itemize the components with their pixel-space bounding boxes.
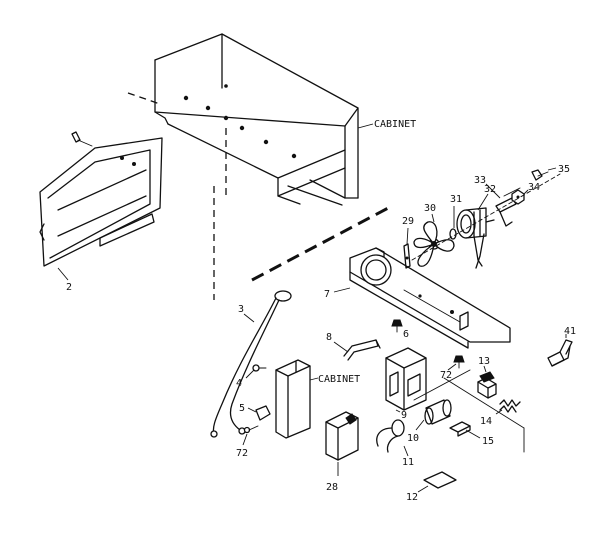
label-part-2: 2 bbox=[66, 282, 72, 293]
label-part-12: 12 bbox=[406, 492, 418, 503]
part-3-wire-harness bbox=[210, 290, 292, 438]
part-7-mount-bracket bbox=[349, 247, 511, 349]
part-13-relay bbox=[477, 371, 497, 399]
label-part-7: 7 bbox=[324, 289, 330, 300]
label-part-30: 30 bbox=[424, 203, 436, 214]
part-12-pad bbox=[423, 471, 457, 489]
part-30-fan-blade bbox=[413, 221, 455, 267]
label-part-31: 31 bbox=[450, 194, 462, 205]
part-72-screw-b bbox=[453, 355, 465, 369]
label-part-29: 29 bbox=[402, 216, 414, 227]
label-part-13: 13 bbox=[478, 356, 490, 367]
label-part-72-a: 72 bbox=[236, 448, 248, 459]
screw-icon bbox=[71, 131, 93, 147]
part-5-clip bbox=[255, 405, 271, 421]
part-29-clip bbox=[403, 243, 411, 269]
part-15-terminal bbox=[449, 421, 471, 437]
part-28-bracket bbox=[325, 411, 359, 461]
part-9-switch-bracket bbox=[385, 347, 427, 411]
label-part-5: 5 bbox=[239, 403, 245, 414]
label-part-28: 28 bbox=[326, 482, 338, 493]
label-part-4: 4 bbox=[236, 378, 242, 389]
part-4-screw bbox=[252, 364, 267, 372]
label-part-33: 33 bbox=[474, 175, 486, 186]
label-part-32: 32 bbox=[484, 184, 496, 195]
part-35-screw bbox=[531, 169, 549, 181]
label-part-10: 10 bbox=[407, 433, 419, 444]
part-10-capacitor bbox=[424, 399, 452, 425]
part-41-bracket bbox=[547, 339, 573, 367]
label-part-72-b: 72 bbox=[440, 370, 452, 381]
part-8-clip bbox=[343, 339, 381, 361]
part-6-screw bbox=[391, 319, 403, 333]
cabinet-assembly bbox=[154, 33, 359, 206]
label-part-15: 15 bbox=[482, 436, 494, 447]
cabinet-channel bbox=[275, 359, 311, 439]
part-32-motor bbox=[456, 207, 495, 269]
part-14-spring-clip bbox=[499, 399, 521, 413]
part-72-screw-a bbox=[243, 425, 259, 434]
part-11-clamp bbox=[376, 419, 405, 453]
label-part-6: 6 bbox=[403, 329, 409, 340]
label-part-3: 3 bbox=[238, 304, 244, 315]
label-part-34: 34 bbox=[528, 182, 540, 193]
label-part-11: 11 bbox=[402, 457, 414, 468]
part-34-nut bbox=[511, 189, 525, 205]
label-part-35: 35 bbox=[558, 164, 570, 175]
part-2-side-panel bbox=[39, 137, 163, 267]
label-part-14: 14 bbox=[480, 416, 492, 427]
label-cabinet-mid: CABINET bbox=[318, 374, 360, 385]
label-part-8: 8 bbox=[326, 332, 332, 343]
label-part-9: 9 bbox=[401, 410, 407, 421]
label-part-41: 41 bbox=[564, 326, 576, 337]
label-cabinet-top: CABINET bbox=[374, 119, 416, 130]
